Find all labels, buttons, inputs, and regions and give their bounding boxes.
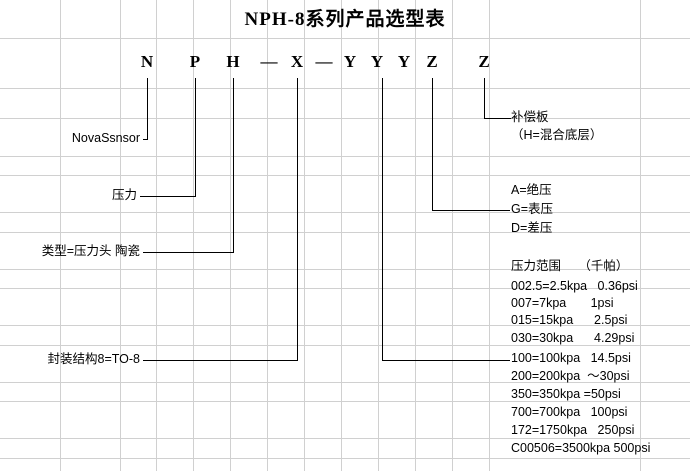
label-pressure: 压力 bbox=[111, 188, 137, 202]
grid-hline bbox=[0, 175, 690, 176]
leader-line-x-horizontal bbox=[143, 360, 298, 361]
leader-line-pressure-type-vertical bbox=[432, 78, 433, 211]
leader-line-pressure-range-vertical bbox=[382, 78, 383, 361]
grid-vline bbox=[120, 0, 121, 471]
compensation-board-line2: （H=混合底层） bbox=[511, 128, 603, 142]
pressure-range-row: C00506=3500kpa 500psi bbox=[511, 441, 651, 455]
code-char-5: X bbox=[290, 52, 304, 71]
grid-vline bbox=[489, 0, 490, 471]
grid-hline bbox=[0, 118, 690, 119]
code-char-2: P bbox=[189, 52, 201, 71]
code-char-1: N bbox=[140, 52, 154, 71]
pressure-range-row: 172=1750kpa 250psi bbox=[511, 423, 635, 437]
code-char-7: Y bbox=[343, 52, 357, 71]
grid-vline bbox=[60, 0, 61, 471]
grid-hline bbox=[0, 458, 690, 459]
pressure-range-row: 007=7kpa 1psi bbox=[511, 296, 614, 310]
grid-hline bbox=[0, 438, 690, 439]
grid-hline bbox=[0, 88, 690, 89]
code-char-4: — bbox=[260, 52, 278, 71]
leader-line-compensation-vertical bbox=[484, 78, 485, 119]
label-package-to8: 封装结构8=TO-8 bbox=[47, 352, 141, 366]
leader-line-h-vertical bbox=[233, 78, 234, 253]
page-title: NPH-8系列产品选型表 bbox=[244, 9, 446, 30]
leader-line-p-vertical bbox=[195, 78, 196, 197]
code-char-9: Y bbox=[397, 52, 411, 71]
code-char-8: Y bbox=[370, 52, 384, 71]
pressure-range-row: 030=30kpa 4.29psi bbox=[511, 331, 635, 345]
code-char-3: H bbox=[226, 52, 240, 71]
pressure-range-row: 700=700kpa 100psi bbox=[511, 405, 628, 419]
leader-line-compensation-horizontal bbox=[484, 118, 511, 119]
grid-vline bbox=[415, 0, 416, 471]
grid-hline bbox=[0, 325, 690, 326]
pressure-range-row: 002.5=2.5kpa 0.36psi bbox=[511, 279, 638, 293]
grid-vline bbox=[452, 0, 453, 471]
grid-hline bbox=[0, 269, 690, 270]
grid-hline bbox=[0, 382, 690, 383]
leader-line-h-horizontal bbox=[143, 252, 234, 253]
grid-hline bbox=[0, 401, 690, 402]
grid-hline bbox=[0, 212, 690, 213]
leader-line-p-horizontal bbox=[140, 196, 196, 197]
code-char-11: Z bbox=[478, 52, 490, 71]
grid-vline bbox=[640, 0, 641, 471]
leader-line-pressure-type-horizontal bbox=[432, 210, 510, 211]
leader-line-n-vertical bbox=[147, 78, 148, 140]
grid-hline bbox=[0, 156, 690, 157]
pressure-range-row: 015=15kpa 2.5psi bbox=[511, 313, 628, 327]
label-type-ceramic: 类型=压力头 陶瓷 bbox=[41, 244, 140, 258]
pressure-range-row: 200=200kpa ～30psi bbox=[511, 369, 630, 383]
grid-hline bbox=[0, 288, 690, 289]
leader-line-pressure-range-horizontal bbox=[382, 360, 510, 361]
grid-vline bbox=[378, 0, 379, 471]
pressure-type-gauge: G=表压 bbox=[511, 202, 554, 216]
grid-hline bbox=[0, 38, 690, 39]
grid-vline bbox=[156, 0, 157, 471]
pressure-range-row: 100=100kpa 14.5psi bbox=[511, 351, 631, 365]
label-novasensor: NovaSsnsor bbox=[71, 131, 140, 145]
pressure-type-differential: D=差压 bbox=[511, 221, 553, 235]
pressure-range-row: 350=350kpa =50psi bbox=[511, 387, 621, 401]
grid-hline bbox=[0, 232, 690, 233]
leader-line-x-vertical bbox=[297, 78, 298, 361]
pressure-range-header: 压力范围 （千帕） bbox=[511, 259, 629, 273]
grid-vline bbox=[193, 0, 194, 471]
compensation-board-line1: 补偿板 bbox=[511, 110, 549, 124]
pressure-type-absolute: A=绝压 bbox=[511, 183, 552, 197]
grid-vline bbox=[230, 0, 231, 471]
leader-line-n-horizontal bbox=[143, 139, 148, 140]
code-char-6: — bbox=[315, 52, 333, 71]
grid-hline bbox=[0, 345, 690, 346]
code-char-10: Z bbox=[426, 52, 438, 71]
grid-vline bbox=[304, 0, 305, 471]
grid-vline bbox=[267, 0, 268, 471]
grid-vline bbox=[341, 0, 342, 471]
